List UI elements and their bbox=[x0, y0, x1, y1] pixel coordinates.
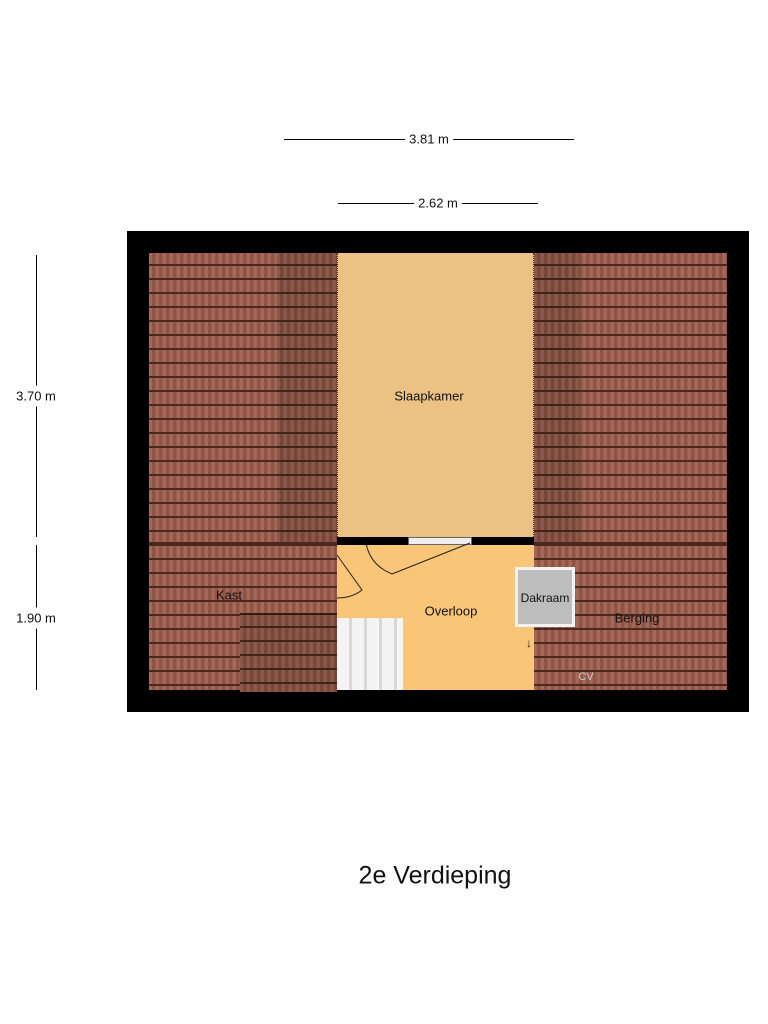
room-slaapkamer bbox=[337, 253, 534, 537]
dimension-total-width: 3.81 m bbox=[405, 131, 453, 147]
door-opening[interactable] bbox=[408, 537, 472, 545]
label-overloop: Overloop bbox=[424, 603, 478, 619]
kast-lower-section bbox=[240, 613, 337, 692]
door-swings bbox=[336, 542, 471, 599]
label-berging: Berging bbox=[614, 610, 660, 626]
stairs bbox=[337, 618, 403, 690]
label-cv: CV bbox=[578, 671, 594, 683]
dimension-lower-depth: 1.90 m bbox=[16, 607, 56, 629]
arrow-down-icon: ↓ bbox=[526, 636, 532, 650]
label-slaapkamer: Slaapkamer bbox=[394, 388, 464, 404]
dakraam-window bbox=[515, 567, 575, 627]
dimension-inner-width: 2.62 m bbox=[414, 195, 462, 211]
roof-left-ridge bbox=[277, 253, 337, 543]
roof-right-ridge bbox=[534, 253, 580, 543]
label-kast: Kast bbox=[215, 587, 243, 603]
floor-title: 2e Verdieping bbox=[358, 861, 512, 890]
label-dakraam: Dakraam bbox=[520, 591, 570, 605]
dimension-upper-depth: 3.70 m bbox=[16, 385, 56, 407]
